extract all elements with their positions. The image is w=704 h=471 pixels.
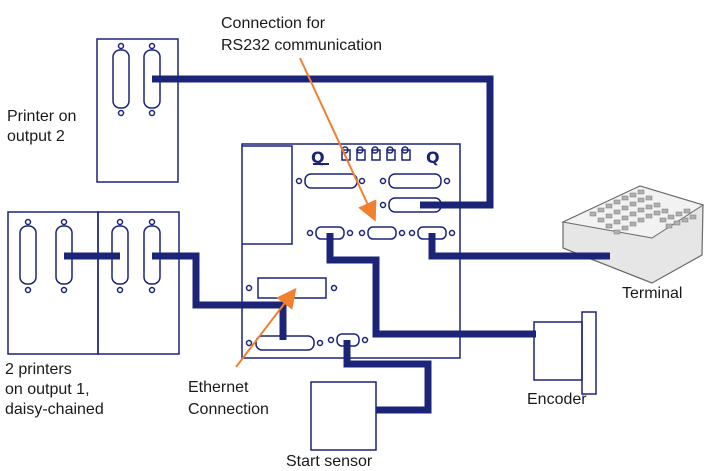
- label-printer-output-2-line1: Printer on: [7, 108, 77, 125]
- cable-start-sensor: [343, 340, 432, 414]
- label-terminal: Terminal: [622, 285, 683, 302]
- printer-output-2: [96, 38, 179, 183]
- cable-terminal: [428, 233, 610, 260]
- label-ethernet-line2: Connection: [188, 401, 269, 418]
- controller-unit: Q Q: [241, 143, 461, 359]
- label-encoder: Encoder: [527, 391, 587, 408]
- svg-text:Q: Q: [311, 148, 325, 167]
- arrow-ethernet: [235, 287, 297, 368]
- printers-output-1: [7, 211, 180, 355]
- label-printers-output-1-line3: daisy-chained: [5, 401, 104, 418]
- encoder-device: [533, 311, 597, 395]
- label-ethernet-line1: Ethernet: [188, 379, 249, 396]
- label-printer-output-2-line2: output 2: [7, 128, 65, 145]
- label-printers-output-1-line1: 2 printers: [5, 361, 72, 378]
- cable-printers-output-1: [152, 252, 287, 340]
- label-start-sensor: Start sensor: [286, 453, 373, 470]
- keyboard-terminal-icon: [561, 185, 704, 284]
- svg-text:Q: Q: [426, 148, 440, 167]
- cable-printer-output-2: [152, 75, 494, 209]
- arrow-rs232: [299, 57, 377, 222]
- arrows: [235, 57, 377, 368]
- cable-encoder: [326, 233, 536, 338]
- label-rs232-line1: Connection for: [221, 15, 326, 32]
- cables: [64, 75, 610, 414]
- start-sensor-box: [310, 381, 377, 451]
- label-rs232-line2: RS232 communication: [221, 37, 382, 54]
- label-printers-output-1-line2: on output 1,: [5, 381, 90, 398]
